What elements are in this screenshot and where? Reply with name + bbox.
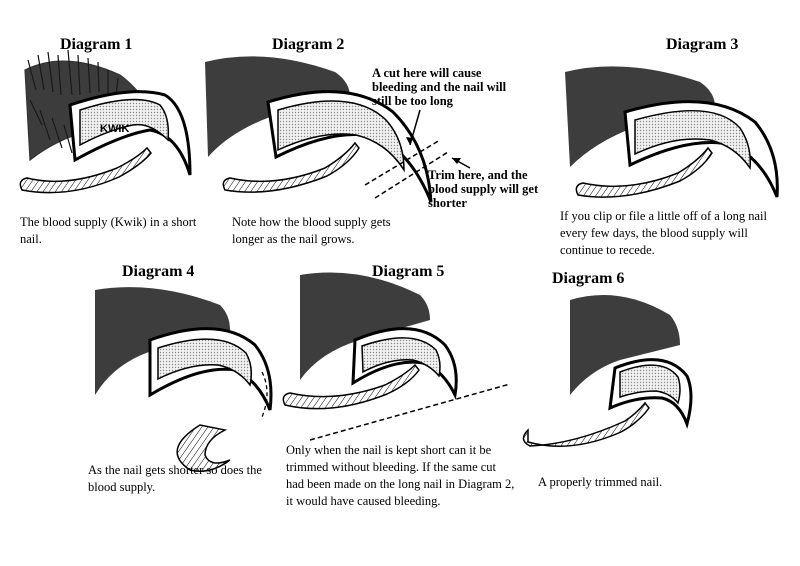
trim-cut-line <box>309 383 511 441</box>
diagram-2-title: Diagram 2 <box>272 36 345 53</box>
kwik <box>157 338 253 387</box>
fur <box>300 272 430 380</box>
cut-line-trim <box>374 151 449 199</box>
kwik-label: KWIK <box>100 123 129 135</box>
diagram-1-title: Diagram 1 <box>60 36 133 53</box>
diagram-6-title: Diagram 6 <box>552 270 625 287</box>
fur <box>570 295 680 395</box>
toe-pad <box>522 401 650 447</box>
kwik <box>361 337 441 378</box>
toe-pad <box>19 146 152 194</box>
kwik <box>634 109 752 171</box>
cut-line-long <box>364 139 441 186</box>
diagram-1-caption: The blood supply (Kwik) in a short nail. <box>20 215 197 246</box>
diagram-4-title: Diagram 4 <box>122 263 195 280</box>
note-cut-bleeding: A cut here will cause bleeding and the n… <box>372 66 507 108</box>
toe-pad <box>176 424 231 472</box>
arrow-cut-head <box>406 137 413 145</box>
kwik <box>277 100 405 173</box>
arrow-trim-head <box>452 158 461 164</box>
note-trim-here: Trim here, and the blood supply will get… <box>428 168 539 210</box>
dashed-trim-line <box>261 371 268 418</box>
diagram-2-caption: Note how the blood supply gets longer as… <box>232 215 391 246</box>
toe-pad <box>282 363 420 410</box>
diagram-3-caption: If you clip or file a little off of a lo… <box>560 209 768 257</box>
diagram-4-caption: As the nail gets shorter so does the blo… <box>88 463 262 494</box>
diagram-6-caption: A properly trimmed nail. <box>538 475 663 489</box>
kwik <box>619 364 681 405</box>
diagram-5-caption: Only when the nail is kept short can it … <box>286 443 515 508</box>
toe-pad <box>575 146 713 198</box>
toe-pad <box>222 141 360 193</box>
diagram-3-title: Diagram 3 <box>666 36 739 53</box>
diagram-5-title: Diagram 5 <box>372 263 445 280</box>
kwik <box>79 98 170 147</box>
